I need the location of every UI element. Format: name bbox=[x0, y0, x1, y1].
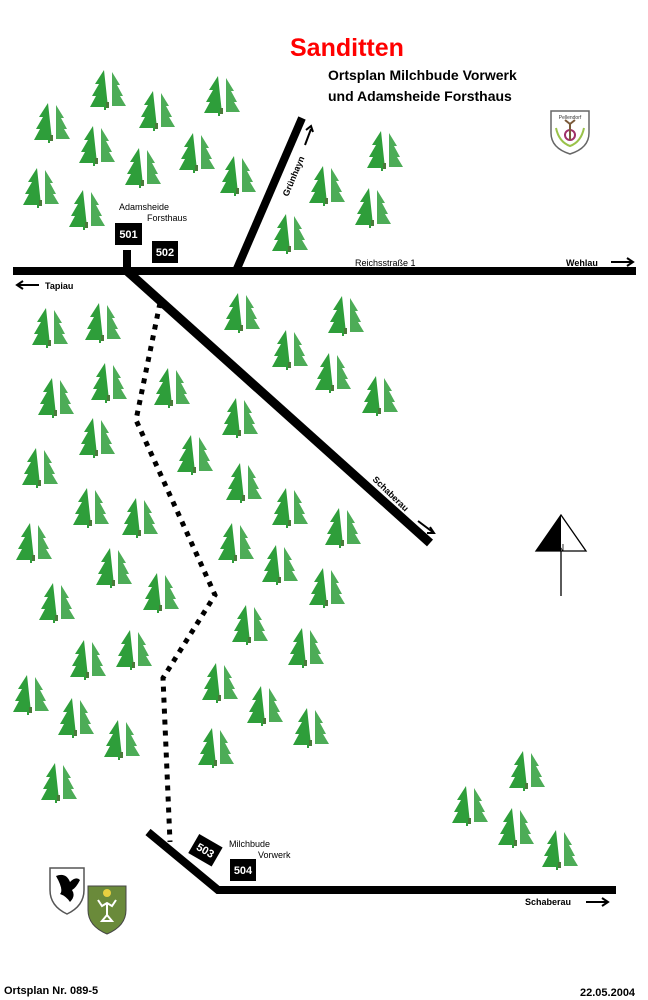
tree-icon bbox=[79, 126, 115, 166]
tree-icon bbox=[272, 214, 308, 254]
tree-icon bbox=[328, 296, 364, 336]
plan-date: 22.05.2004 bbox=[580, 987, 636, 999]
tree-icon bbox=[122, 498, 158, 538]
tree-icon bbox=[90, 70, 126, 110]
tree-icon bbox=[355, 188, 391, 228]
tree-icon bbox=[198, 728, 234, 768]
marker-502[interactable]: 502 bbox=[152, 241, 178, 263]
tree-icon bbox=[247, 686, 283, 726]
label-tapiau: Tapiau bbox=[45, 281, 73, 291]
tree-icon bbox=[226, 463, 262, 503]
tree-icon bbox=[202, 663, 238, 703]
tree-icon bbox=[272, 488, 308, 528]
arrow-up-icon bbox=[304, 124, 314, 146]
tree-icon bbox=[23, 168, 59, 208]
tree-icon bbox=[139, 91, 175, 131]
tree-icon bbox=[272, 330, 308, 370]
tree-icon bbox=[542, 830, 578, 870]
svg-text:504: 504 bbox=[234, 865, 253, 877]
tree-icon bbox=[38, 378, 74, 418]
tree-icon bbox=[143, 573, 179, 613]
tree-icon bbox=[104, 720, 140, 760]
tree-icon bbox=[39, 583, 75, 623]
tree-icon bbox=[498, 808, 534, 848]
plan-number: Ortsplan Nr. 089-5 bbox=[4, 985, 98, 997]
tree-icon bbox=[179, 133, 215, 173]
tree-icon bbox=[262, 545, 298, 585]
tree-icon bbox=[452, 786, 488, 826]
tree-icon bbox=[309, 568, 345, 608]
crest-eagle bbox=[49, 867, 85, 915]
road-gruenhayn bbox=[232, 116, 306, 273]
tree-icon bbox=[224, 293, 260, 333]
svg-text:502: 502 bbox=[156, 247, 174, 259]
forest bbox=[13, 70, 578, 870]
marker-501[interactable]: 501 bbox=[115, 223, 142, 245]
label-wehlau: Wehlau bbox=[566, 258, 598, 268]
tree-icon bbox=[293, 708, 329, 748]
tree-icon bbox=[13, 675, 49, 715]
tree-icon bbox=[125, 148, 161, 188]
tree-icon bbox=[222, 398, 258, 438]
tree-icon bbox=[41, 763, 77, 803]
road-schaberau-diagonal bbox=[123, 267, 434, 547]
tree-icon bbox=[220, 156, 256, 196]
tree-icon bbox=[79, 418, 115, 458]
crest-pellendorf: Pellendorf bbox=[550, 110, 590, 155]
tree-icon bbox=[232, 605, 268, 645]
label-schaberau-bottom: Schaberau bbox=[525, 897, 571, 907]
arrow-right-icon bbox=[586, 897, 610, 907]
tree-icon bbox=[367, 131, 403, 171]
tree-icon bbox=[58, 698, 94, 738]
arrow-right-icon bbox=[611, 257, 635, 267]
crest-stag bbox=[87, 885, 127, 935]
tree-icon bbox=[309, 166, 345, 206]
tree-icon bbox=[69, 190, 105, 230]
marker-503[interactable]: 503 bbox=[188, 833, 223, 867]
tree-icon bbox=[85, 303, 121, 343]
tree-icon bbox=[116, 630, 152, 670]
svg-text:N: N bbox=[557, 543, 564, 554]
tree-icon bbox=[32, 308, 68, 348]
path-dotted bbox=[133, 302, 218, 843]
roads bbox=[13, 116, 636, 894]
label-reichsstrasse: Reichsstraße 1 bbox=[355, 258, 416, 268]
tree-icon bbox=[218, 523, 254, 563]
tree-icon bbox=[204, 76, 240, 116]
tree-icon bbox=[154, 368, 190, 408]
label-vorwerk: Vorwerk bbox=[258, 850, 291, 860]
page-title: Sanditten bbox=[290, 34, 404, 62]
tree-icon bbox=[325, 508, 361, 548]
subtitle-line1: Ortsplan Milchbude Vorwerk bbox=[328, 67, 517, 83]
marker-504[interactable]: 504 bbox=[230, 859, 256, 881]
tree-icon bbox=[288, 628, 324, 668]
label-adamsheide: Adamsheide bbox=[119, 202, 169, 212]
tree-icon bbox=[91, 363, 127, 403]
tree-icon bbox=[362, 376, 398, 416]
arrow-left-icon bbox=[15, 280, 39, 290]
tree-icon bbox=[177, 435, 213, 475]
tree-icon bbox=[96, 548, 132, 588]
tree-icon bbox=[34, 103, 70, 143]
tree-icon bbox=[22, 448, 58, 488]
compass-north-arrow: N bbox=[534, 513, 588, 596]
label-forsthaus: Forsthaus bbox=[147, 213, 188, 223]
label-milchbude: Milchbude bbox=[229, 839, 270, 849]
tree-icon bbox=[509, 751, 545, 791]
crest-lettering: Pellendorf bbox=[559, 115, 582, 121]
road-schaberau-bottom bbox=[145, 828, 616, 894]
tree-icon bbox=[315, 353, 351, 393]
tree-icon bbox=[70, 640, 106, 680]
arrow-diagonal-icon bbox=[417, 520, 436, 534]
tree-icon bbox=[73, 488, 109, 528]
subtitle-line2: und Adamsheide Forsthaus bbox=[328, 88, 512, 104]
tree-icon bbox=[16, 523, 52, 563]
svg-text:501: 501 bbox=[119, 229, 137, 241]
